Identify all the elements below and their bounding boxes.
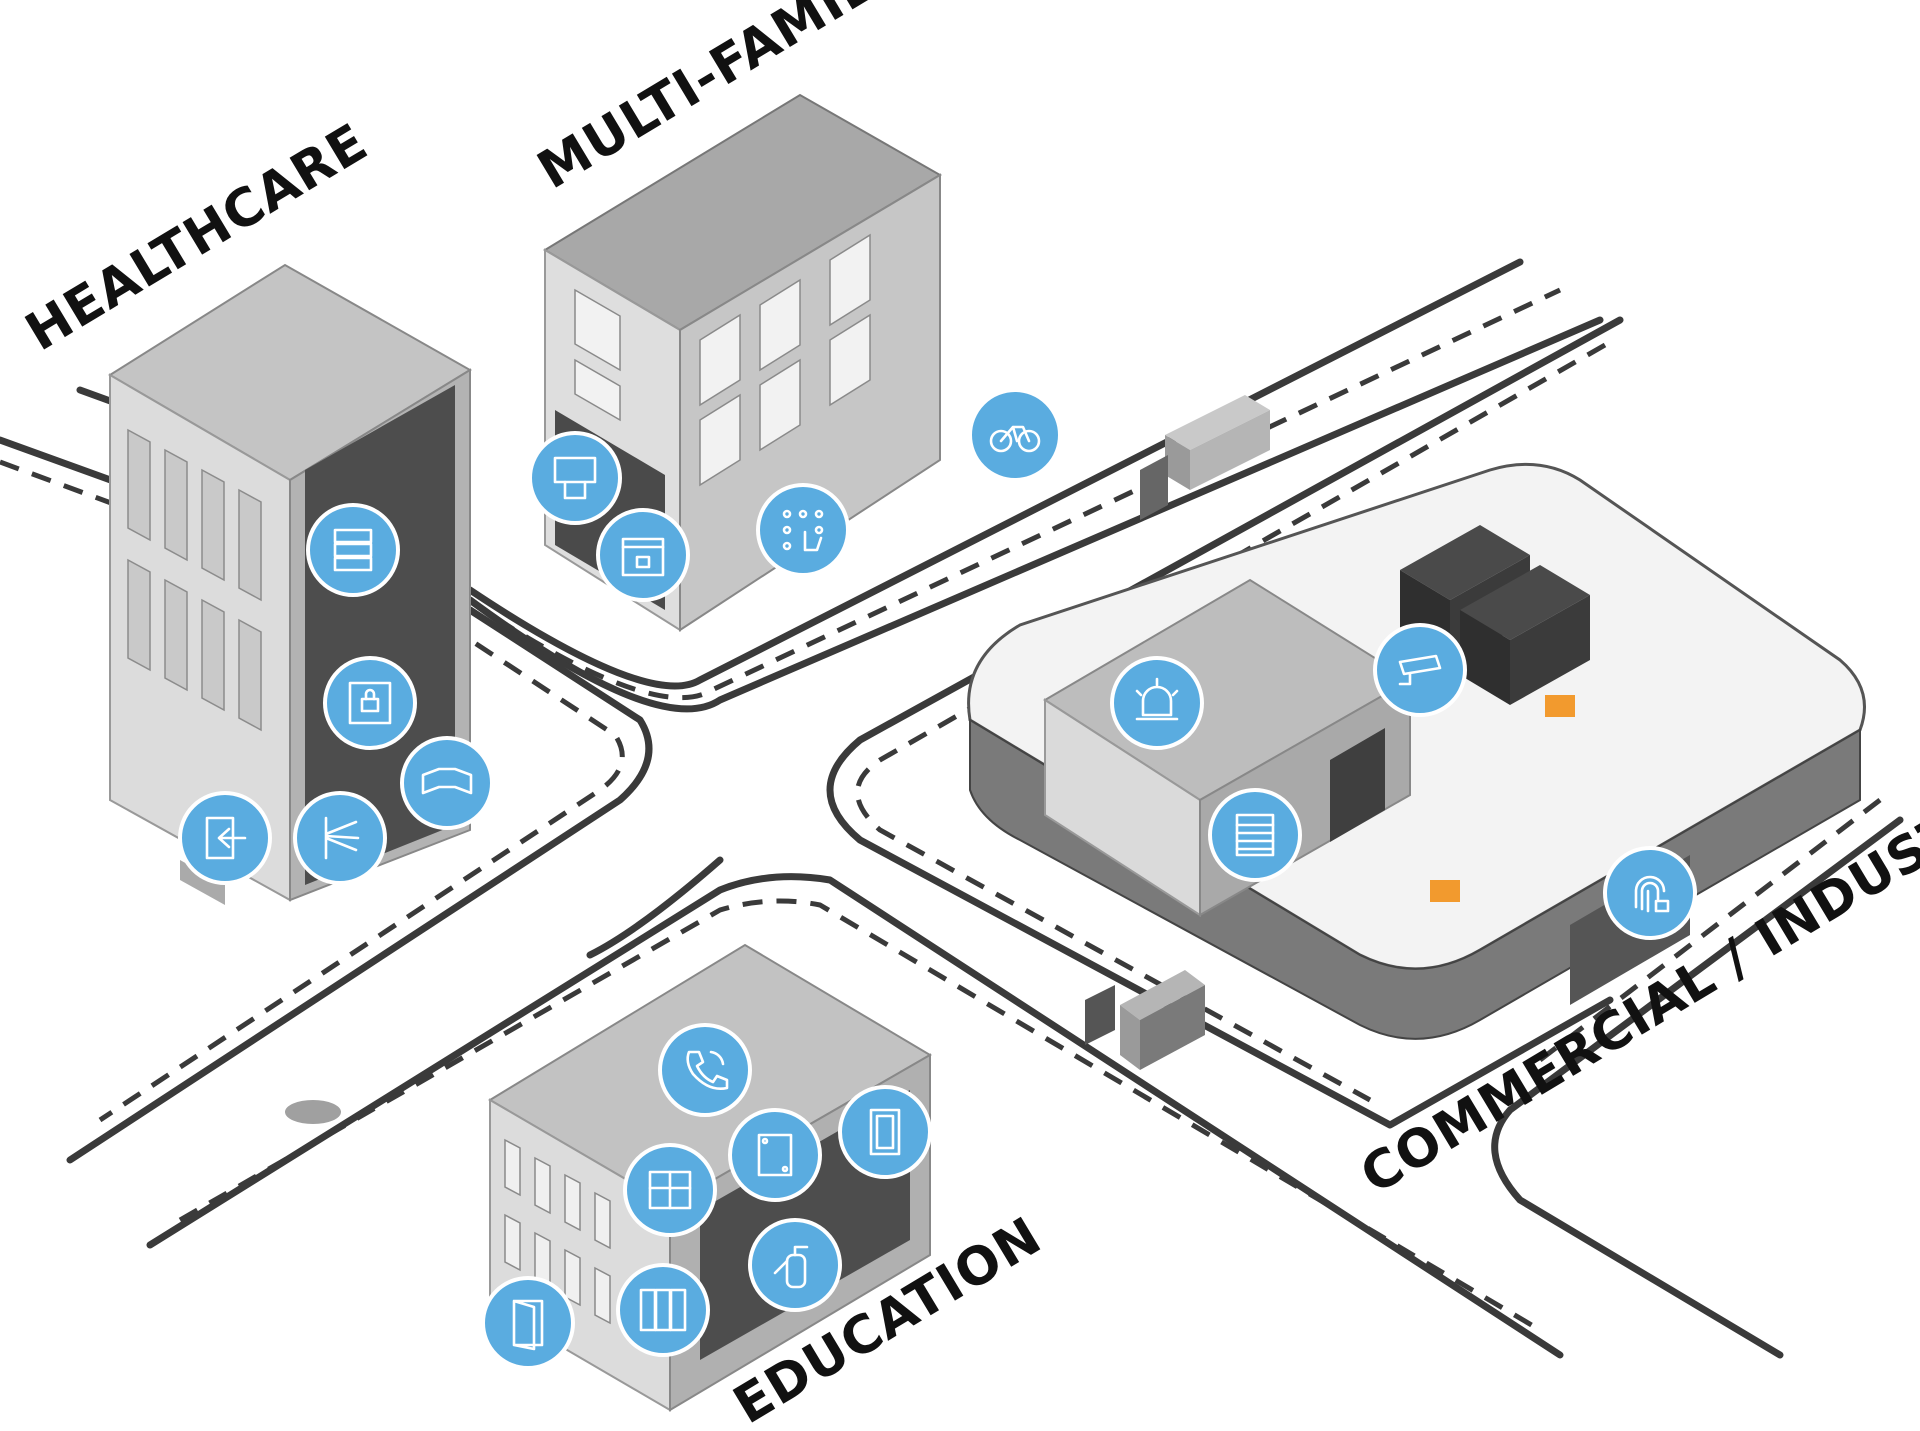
paper-towel-dispenser-hotspot[interactable] [528,431,622,525]
server-rack-hotspot[interactable] [306,503,400,597]
roll-up-door-icon [1235,813,1275,857]
frame-panel-icon [757,1133,793,1177]
fingerprint-lock-icon [1634,875,1670,913]
partition-screen-icon [421,767,473,795]
healthcare-building [108,263,472,905]
alarm-light-icon [1135,677,1179,721]
fingerprint-lock-hotspot[interactable] [1603,846,1697,940]
open-door-hotspot[interactable] [481,1276,575,1370]
partition-screen-hotspot[interactable] [400,736,494,830]
frame-panel-hotspot[interactable] [728,1108,822,1202]
parcel-locker-hotspot[interactable] [596,508,690,602]
turnstile-gate-icon [324,816,360,860]
education-hotspots [481,1023,932,1370]
secure-elevator-icon [348,681,392,725]
bike-storage-hotspot[interactable] [968,388,1062,482]
security-camera-hotspot[interactable] [1373,623,1467,717]
fire-extinguisher-hotspot[interactable] [748,1218,842,1312]
alarm-light-hotspot[interactable] [1110,656,1204,750]
open-door-icon [512,1299,544,1351]
fire-extinguisher-icon [773,1245,809,1289]
turnstile-gate-hotspot[interactable] [293,791,387,885]
lockers-hotspot[interactable] [616,1263,710,1357]
door-icon [869,1108,901,1156]
door-hotspot[interactable] [838,1085,932,1179]
server-rack-icon [333,528,373,572]
multi-family-hotspots [528,388,1062,602]
commercial-hotspots [1110,623,1697,940]
exit-door-hotspot[interactable] [178,791,272,885]
keypad-touch-icon [782,509,824,552]
phone-call-hotspot[interactable] [658,1023,752,1117]
keypad-touch-hotspot[interactable] [756,483,850,577]
paper-towel-dispenser-icon [553,456,597,500]
exit-door-icon [205,816,247,860]
road-network [0,258,1904,1359]
cabinet-hotspot[interactable] [623,1143,717,1237]
phone-call-icon [686,1050,729,1090]
security-camera-icon [1398,654,1442,686]
bike-storage-icon [989,425,1041,453]
lockers-icon [639,1288,687,1332]
parcel-locker-icon [621,537,665,577]
healthcare-hotspots [178,503,494,885]
roll-up-door-hotspot[interactable] [1208,788,1302,882]
cabinet-icon [648,1170,692,1210]
secure-elevator-hotspot[interactable] [323,656,417,750]
vehicles [285,395,1270,1124]
